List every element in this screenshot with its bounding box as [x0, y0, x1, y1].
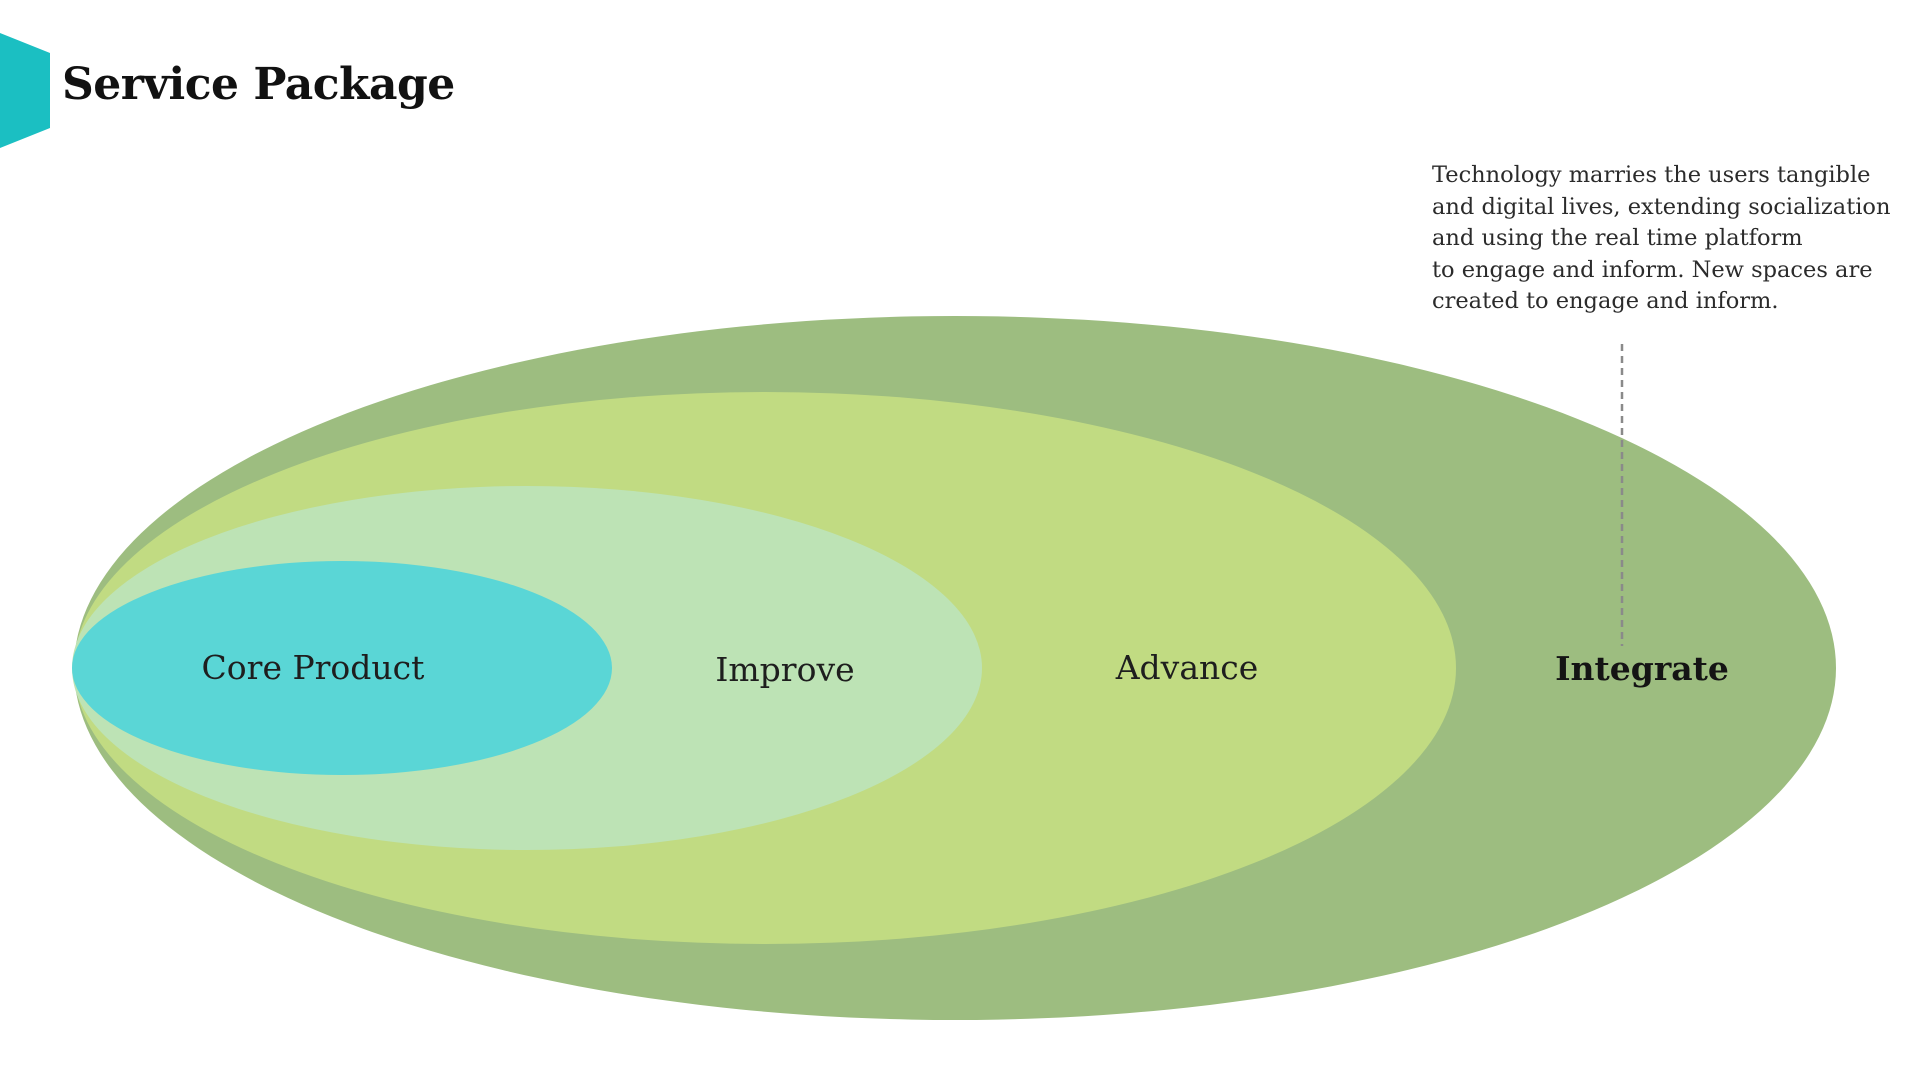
title-block: Service Package [0, 33, 600, 148]
ring-core-product [72, 561, 612, 775]
label-core-product: Core Product [202, 648, 425, 687]
annotation-line: and digital lives, extending socializati… [1432, 193, 1891, 220]
accent-hexagon-marker [0, 33, 50, 148]
label-improve: Improve [715, 650, 854, 689]
annotation-line: to engage and inform. New spaces are [1432, 256, 1873, 283]
page-title: Service Package [62, 59, 455, 110]
integrate-annotation: Technology marries the users tangible an… [1432, 160, 1902, 318]
annotation-line: created to engage and inform. [1432, 288, 1779, 314]
label-integrate: Integrate [1555, 649, 1729, 688]
annotation-line: and using the real time platform [1432, 225, 1803, 251]
label-advance: Advance [1115, 648, 1259, 687]
annotation-line: Technology marries the users tangible [1432, 162, 1871, 188]
